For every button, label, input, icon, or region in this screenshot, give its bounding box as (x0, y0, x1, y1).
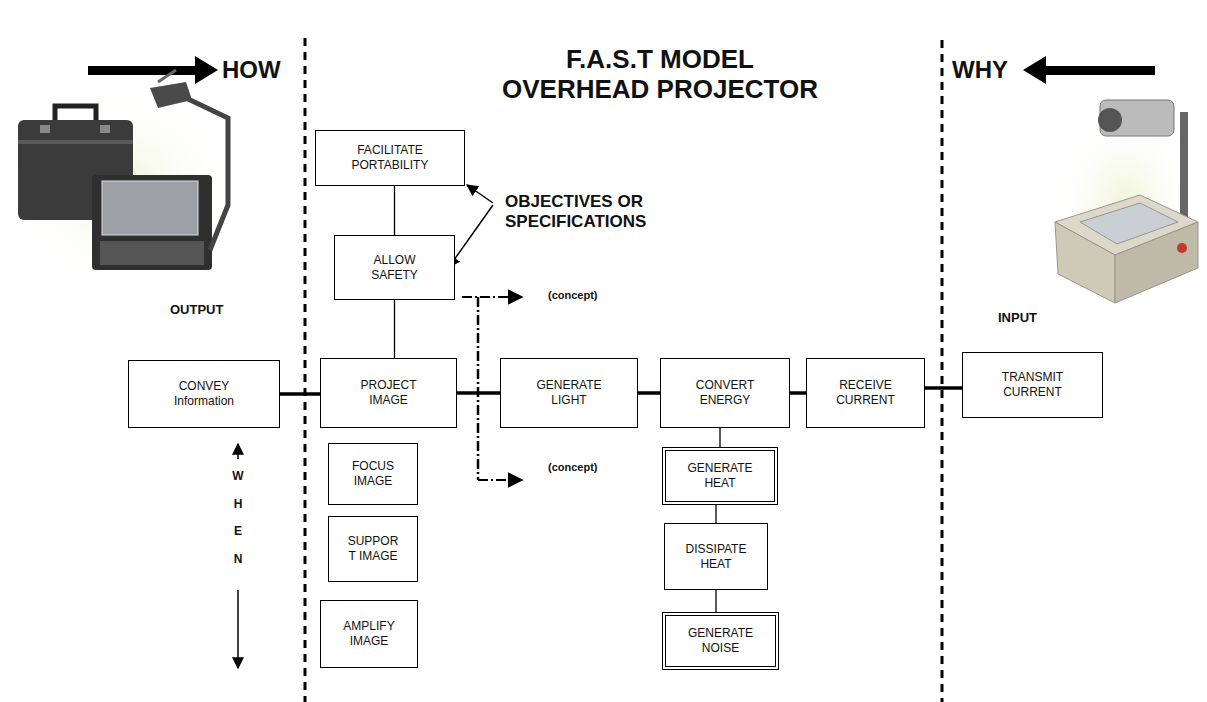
function-box: GENERATE LIGHT (500, 358, 638, 428)
function-label: GENERATE LIGHT (529, 378, 609, 408)
projector-lens (1098, 108, 1122, 132)
function-box: AMPLIFY IMAGE (320, 600, 418, 668)
axis-label: WHY (952, 56, 1008, 84)
callout-label: OBJECTIVES OR SPECIFICATIONS (505, 192, 655, 233)
concept-arrow (478, 479, 522, 481)
projector-panel (100, 241, 204, 265)
objective-arrow (449, 205, 493, 267)
briefcase-latch (100, 125, 110, 133)
briefcase-seam (18, 140, 133, 144)
concept-label: (concept) (548, 461, 598, 473)
side-label: INPUT (998, 310, 1037, 325)
concept-arrow (462, 296, 522, 298)
projector-front (1055, 222, 1115, 303)
function-box: SUPPOR T IMAGE (328, 516, 418, 582)
function-label: GENERATE NOISE (681, 626, 761, 656)
function-link (925, 386, 962, 390)
projector-head (150, 82, 192, 108)
function-link (719, 428, 720, 447)
when-arrow (237, 444, 239, 459)
function-link (638, 391, 660, 395)
when-arrow (237, 590, 239, 668)
function-label: CONVEY Information (164, 379, 244, 409)
function-label: FOCUS IMAGE (338, 459, 408, 489)
function-label: FACILITATE PORTABILITY (340, 143, 440, 173)
projector-case (92, 175, 212, 270)
function-box: PROJECT IMAGE (320, 358, 457, 428)
why-arrow (1023, 56, 1155, 84)
function-link (394, 300, 395, 358)
function-box: CONVERT ENERGY (660, 358, 790, 428)
function-box: FOCUS IMAGE (328, 443, 418, 505)
projector-post (1180, 112, 1188, 230)
function-label: SUPPOR T IMAGE (345, 534, 401, 564)
scope-line (941, 40, 944, 702)
function-label: CONVERT ENERGY (685, 378, 765, 408)
projector-side (1115, 222, 1198, 303)
projector-stage (102, 181, 198, 235)
objective-arrow (467, 185, 493, 203)
axis-label: HOW (222, 56, 281, 84)
function-link (715, 505, 716, 523)
how-arrow (88, 56, 218, 84)
diagram-title: F.A.S.T MODEL OVERHEAD PROJECTOR (495, 45, 825, 105)
function-link (394, 186, 395, 235)
axis-label: WHEN (232, 463, 244, 573)
concept-label: (concept) (548, 289, 598, 301)
function-label: RECEIVE CURRENT (826, 378, 906, 408)
function-link (715, 590, 716, 612)
function-link (457, 391, 500, 395)
function-link (280, 392, 320, 396)
scope-line (304, 38, 307, 702)
secondary-function-box: GENERATE NOISE (662, 612, 779, 670)
case-handle (55, 106, 96, 122)
overhead-projector-picture (1049, 100, 1201, 305)
function-link (790, 391, 806, 395)
function-box: CONVEY Information (128, 360, 280, 428)
projector-mirror (158, 70, 176, 82)
secondary-function-box: GENERATE HEAT (662, 447, 778, 505)
function-label: PROJECT IMAGE (349, 378, 429, 408)
function-box: ALLOW SAFETY (334, 235, 455, 300)
function-label: ALLOW SAFETY (360, 253, 430, 283)
projector-arm (186, 98, 228, 250)
function-label: AMPLIFY IMAGE (334, 619, 404, 649)
function-box: TRANSMIT CURRENT (962, 352, 1103, 418)
power-button (1177, 243, 1187, 253)
portable-projector-picture (7, 70, 243, 294)
briefcase-latch (40, 125, 50, 133)
function-box: RECEIVE CURRENT (806, 358, 925, 428)
picture-glow (7, 86, 243, 294)
function-box: FACILITATE PORTABILITY (315, 130, 465, 186)
concept-line (477, 297, 480, 480)
side-label: OUTPUT (170, 302, 223, 317)
function-box: DISSIPATE HEAT (664, 523, 768, 590)
function-label: DISSIPATE HEAT (676, 542, 756, 572)
function-label: TRANSMIT CURRENT (988, 370, 1078, 400)
function-label: GENERATE HEAT (680, 461, 760, 491)
